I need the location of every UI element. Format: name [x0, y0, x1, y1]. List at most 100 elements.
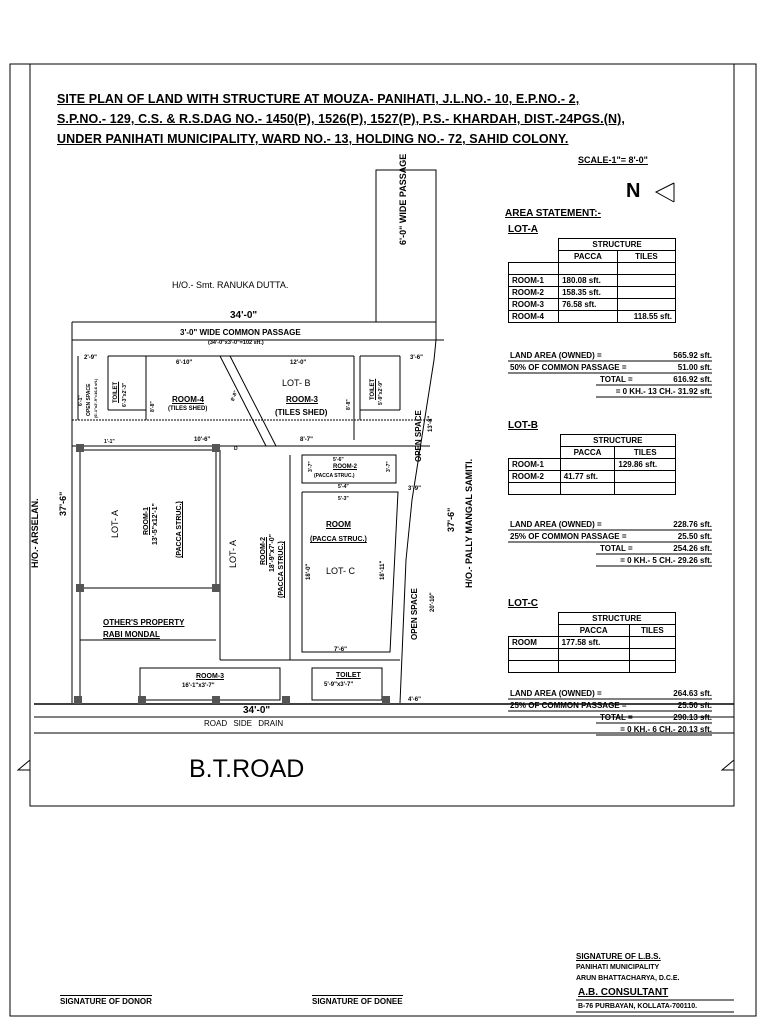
consultant-name: A.B. CONSULTANT — [578, 987, 669, 998]
lota-left-label: LOT- A — [110, 509, 120, 538]
lotc-kh-value: = 0 KH.- 6 CH.- 20.13 sft. — [620, 725, 712, 734]
lotc-land-value: 264.63 sft. — [673, 689, 712, 698]
dim-37-6-left: 37'-6" — [58, 491, 68, 516]
bottom-dimension: 34'-0" — [243, 705, 271, 716]
toilet-c-size: 5'-9"x3'-7" — [324, 682, 354, 688]
consultant-address: B-76 PURBAYAN, KOLLATA-700110. — [578, 1003, 698, 1010]
lotb-row1-room: ROOM-1 — [508, 458, 561, 471]
lotc-land-label: LAND AREA (OWNED) = — [510, 689, 602, 698]
dim-18-11: 18'-11" — [380, 560, 386, 580]
lota-land-summary: LAND AREA (OWNED) = 565.92 sft. 50% OF C… — [510, 351, 712, 399]
dim-3-7a: 3'-7" — [308, 461, 314, 472]
title-line-3: UNDER PANIHATI MUNICIPALITY, WARD NO.- 1… — [57, 132, 569, 146]
lotb-pacca-header: PACCA — [559, 446, 616, 459]
dim-10-6: 10'-6" — [194, 437, 211, 443]
others-property-label: OTHER'S PROPERTY — [103, 618, 185, 627]
open-space-c-label: OPEN SPACE — [410, 588, 419, 640]
lotb-kh-value: = 0 KH.- 5 CH.- 29.26 sft. — [620, 556, 712, 565]
road-side-drain-label: ROAD SIDE DRAIN — [204, 719, 284, 728]
lota-row4-tiles: 118.55 sft. — [616, 310, 677, 323]
lotb-land-label: LAND AREA (OWNED) = — [510, 520, 602, 529]
dim-8-7: 8'-7" — [300, 437, 313, 443]
room4-label: ROOM-4 — [172, 395, 204, 404]
lotb-row1-tiles: 129.86 sft. — [614, 458, 676, 471]
top-boundary — [72, 321, 437, 340]
lbs-municipality: PANIHATI MUNICIPALITY — [576, 964, 660, 971]
wide-passage-label: 6'-0" WIDE PASSAGE — [398, 153, 408, 245]
dim-3-6: 3'-6" — [410, 355, 423, 361]
lota-mid-label: LOT- A — [228, 539, 238, 568]
north-label: N — [626, 180, 641, 202]
lota-row4-room: ROOM-4 — [507, 310, 560, 323]
dim-1-1: 1'-1" — [104, 439, 115, 445]
ho-pally-label: H/O.- PALLY MANGAL SAMITI. — [464, 458, 474, 588]
dim-12-0: 12'-0" — [290, 360, 307, 366]
dim-8-8a: 8'-8" — [150, 401, 156, 412]
dim-4-6: 4'-6" — [408, 697, 421, 703]
title-line-1: SITE PLAN OF LAND WITH STRUCTURE AT MOUZ… — [57, 92, 580, 106]
road-label: B.T.ROAD — [189, 755, 305, 783]
dim-7-6: 7'-6" — [334, 647, 347, 653]
lotc-row1-tiles — [628, 636, 677, 649]
lota-row1-room: ROOM-1 — [507, 274, 560, 287]
toilet-b-size: 5'-9"x2'-9" — [378, 380, 384, 405]
lotb-common-label: 25% OF COMMON PASSAGE = — [510, 532, 627, 541]
open-space-a-label: OPEN SPACE — [86, 383, 92, 416]
lota-row2-tiles — [616, 286, 677, 299]
dim-5-4: 5'-4" — [338, 484, 349, 490]
lotc-tiles-header: TILES — [628, 624, 677, 637]
dim-8-8c: 8'-8" — [346, 399, 352, 410]
donee-signature-label: SIGNATURE OF DONEE — [312, 995, 403, 1006]
toilet-a-label: TOILET — [113, 381, 119, 403]
common-passage-calc: (34'-0"x3'-0"=102 sft.) — [208, 340, 264, 346]
lotc-row1-pacca: 177.58 sft. — [557, 636, 630, 649]
open-space-a-calc: (6'-1"x2'-9"=16.6 sft.) — [93, 378, 98, 418]
lota-row4-pacca — [558, 310, 618, 323]
room1-size: 13'-5"x12'-1" — [152, 503, 159, 545]
room2-small-label: ROOM-2 — [333, 464, 357, 470]
lbs-signature-label: SIGNATURE OF L.B.S. — [576, 952, 661, 961]
room4-sub: (TILES SHED) — [168, 406, 208, 412]
title-line-2: S.P.NO.- 129, C.S. & R.S.DAG NO.- 1450(P… — [57, 112, 625, 126]
lota-kh-value: = 0 KH.- 13 CH.- 31.92 sft. — [615, 387, 712, 396]
room2-size: 18'-9"x7'-0" — [269, 534, 276, 572]
lotc-land-summary: LAND AREA (OWNED) = 264.63 sft. 25% OF C… — [510, 689, 712, 737]
lotb-heading: LOT-B — [508, 420, 538, 431]
lotb-structure-header: STRUCTURE — [559, 434, 677, 447]
roomc-label: ROOM — [326, 520, 351, 529]
right-boundary — [399, 339, 437, 704]
open-space-b-label: OPEN SPACE — [414, 410, 423, 462]
lotb-tiles-header: TILES — [614, 446, 676, 459]
lotc-total-value: 290.13 sft. — [673, 713, 712, 722]
lota-common-label: 50% OF COMMON PASSAGE = — [510, 363, 627, 372]
lota-land-value: 565.92 sft. — [673, 351, 712, 360]
top-dimension: 34'-0" — [230, 310, 258, 321]
lota-pacca-header: PACCA — [558, 250, 618, 263]
room2-label: ROOM-2 — [260, 537, 267, 565]
ho-ranuka-label: H/O.- Smt. RANUKA DUTTA. — [172, 280, 289, 290]
wide-passage-outline — [375, 169, 437, 340]
lota-land-label: LAND AREA (OWNED) = — [510, 351, 602, 360]
table-row: ROOM-4 118.55 sft. — [507, 310, 677, 323]
dim-3-7b: 3'-7" — [386, 461, 392, 472]
lota-common-value: 51.00 sft. — [677, 363, 712, 372]
room1-label: ROOM-1 — [143, 507, 150, 535]
dim-2-9: 2'-9" — [84, 355, 97, 361]
lota-row3-tiles — [616, 298, 677, 311]
lotc-heading: LOT-C — [508, 598, 538, 609]
room3-sub: (TILES SHED) — [275, 408, 328, 417]
lotc-common-value: 25.50 sft. — [677, 701, 712, 710]
lota-row2-pacca: 158.35 sft. — [558, 286, 618, 299]
lotc-pacca-header: PACCA — [557, 624, 630, 637]
lota-heading: LOT-A — [508, 224, 538, 235]
lotb-land-summary: LAND AREA (OWNED) = 228.76 sft. 25% OF C… — [510, 520, 712, 568]
dim-18-0: 18'-0" — [306, 563, 312, 580]
lotb-row2-pacca: 41.77 sft. — [559, 470, 616, 483]
